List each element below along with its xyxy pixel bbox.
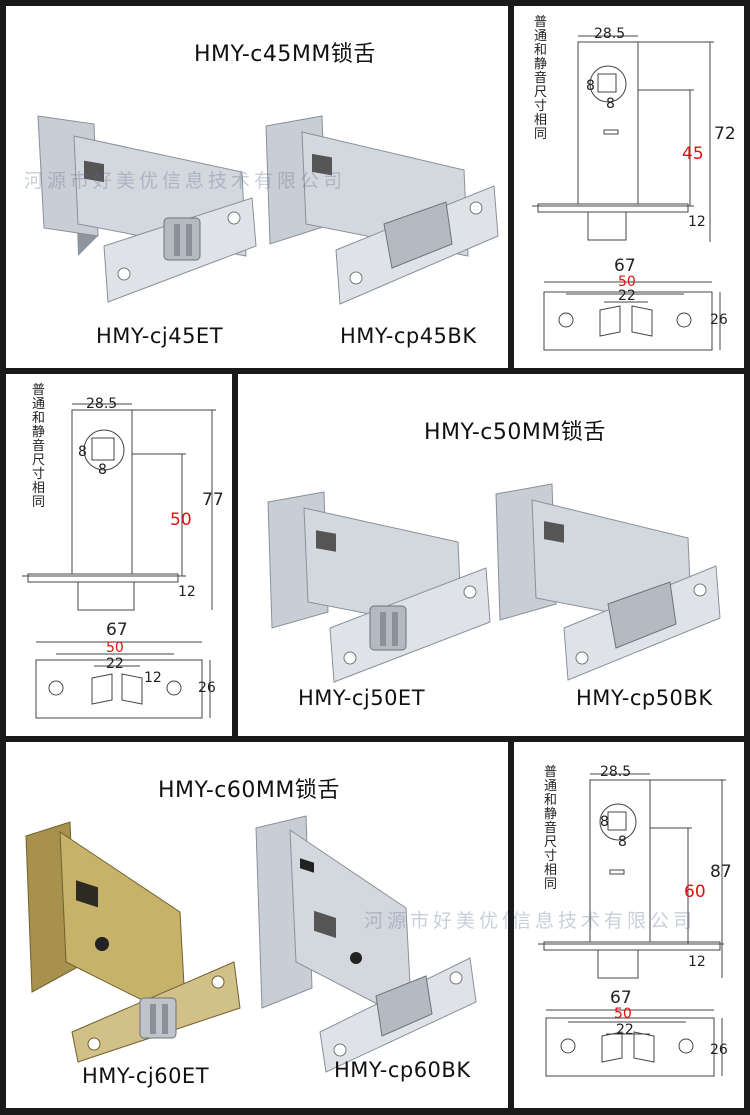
dim-plate-height: 26	[710, 312, 728, 328]
dim-depth: 12	[178, 584, 196, 600]
dim-square: 8	[600, 814, 609, 830]
dim-backset: 60	[684, 882, 706, 902]
dim-latch: 22	[106, 656, 124, 672]
dim-plate-width: 67	[106, 620, 128, 640]
model-label-cj60et: HMY-cj60ET	[82, 1064, 210, 1088]
model-label-cp45bk: HMY-cp45BK	[340, 324, 477, 348]
lock-photo-cp45bk	[265, 115, 499, 305]
lock-photo-cj50et	[267, 491, 491, 683]
photo-panel-50: HMY-c50MM锁舌 HMY-cj50ET HMY-cp50BK	[238, 374, 744, 736]
model-label-cj50et: HMY-cj50ET	[298, 686, 426, 710]
side-drawing-50	[22, 403, 216, 719]
dim-square-2: 8	[98, 462, 107, 478]
lock-photo-cp60bk	[255, 815, 477, 1073]
dim-height: 72	[714, 124, 736, 144]
dim-width: 28.5	[594, 26, 626, 42]
dim-plate-hole: 50	[618, 274, 636, 290]
lock-photo-cj60et	[25, 821, 241, 1063]
model-label-cp50bk: HMY-cp50BK	[576, 686, 713, 710]
size-note: 普通和静音尺寸相同	[544, 765, 558, 892]
dim-plate-height: 26	[710, 1042, 728, 1058]
diagram-panel-45: 普通和静音尺寸相同 28.5 8 8 45 72 12 67 50 22 26	[514, 6, 744, 368]
dim-plate-hole: 50	[106, 640, 124, 656]
model-label-cp60bk: HMY-cp60BK	[334, 1058, 471, 1082]
size-note: 普通和静音尺寸相同	[32, 383, 46, 510]
dim-plate-height: 26	[198, 680, 216, 696]
dim-latch: 22	[618, 288, 636, 304]
dim-height: 87	[710, 862, 732, 882]
photo-panel-45: HMY-c45MM锁舌 HMY-cj45ET HMY-cp45BK 河源市好美优…	[6, 6, 508, 368]
dim-plate-width: 67	[610, 988, 632, 1008]
dim-square: 8	[586, 78, 595, 94]
product-title-45: HMY-c45MM锁舌	[194, 42, 376, 67]
lock-photo-cj45et	[37, 115, 257, 303]
photo-panel-60: HMY-c60MM锁舌 HMY-cj60ET HMY-cp60BK 河源市好美优…	[6, 742, 508, 1108]
dim-square: 8	[78, 444, 87, 460]
diagram-panel-60: 普通和静音尺寸相同 28.5 8 8 60 87 12 67 50 22 26 …	[514, 742, 744, 1108]
dim-plate-hole: 50	[614, 1006, 632, 1022]
dim-width: 28.5	[86, 396, 118, 412]
dim-latch-2: 12	[144, 670, 162, 686]
dim-latch: 22	[616, 1022, 634, 1038]
dim-depth: 12	[688, 214, 706, 230]
dim-depth: 12	[688, 954, 706, 970]
dim-square-2: 8	[618, 834, 627, 850]
lock-photo-cp50bk	[495, 483, 721, 681]
model-label-cj45et: HMY-cj45ET	[96, 324, 224, 348]
side-drawing-60	[538, 773, 726, 1077]
dim-backset: 50	[170, 510, 192, 530]
product-title-60: HMY-c60MM锁舌	[158, 778, 340, 803]
dim-plate-width: 67	[614, 256, 636, 276]
size-note: 普通和静音尺寸相同	[534, 15, 548, 142]
dim-width: 28.5	[600, 764, 632, 780]
side-drawing-45	[532, 35, 721, 351]
dim-backset: 45	[682, 144, 704, 164]
product-title-50: HMY-c50MM锁舌	[424, 420, 606, 445]
dim-square-2: 8	[606, 96, 615, 112]
diagram-panel-50: 普通和静音尺寸相同 28.5 8 8 50 77 12 67 50 22 12 …	[6, 374, 232, 736]
dim-height: 77	[202, 490, 224, 510]
